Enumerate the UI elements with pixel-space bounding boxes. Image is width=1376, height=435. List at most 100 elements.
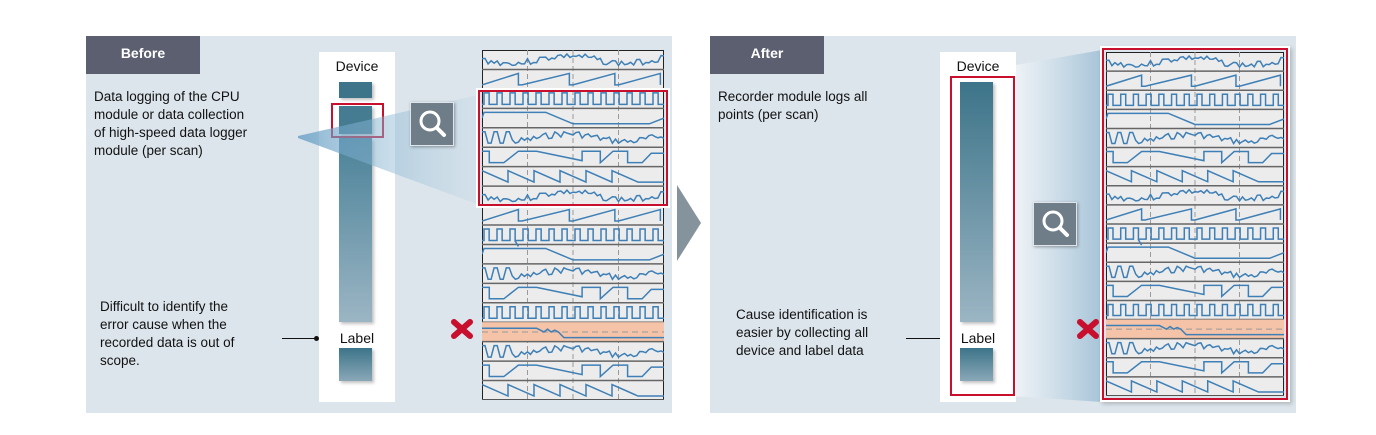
right-arrow-icon xyxy=(677,185,701,261)
callout-leader-line xyxy=(282,338,316,339)
red-x-icon xyxy=(451,319,473,339)
device-label: Device xyxy=(956,58,1000,74)
device-bar xyxy=(960,82,993,322)
waveform-row-step xyxy=(482,286,664,304)
waveform-trace xyxy=(482,327,664,339)
label-label: Label xyxy=(339,330,375,346)
waveform-trace xyxy=(482,130,665,145)
waveform-trace xyxy=(1106,284,1284,299)
waveform-row-saw-up xyxy=(1105,207,1284,225)
waveform-trace xyxy=(1106,324,1284,336)
waveform-row-error xyxy=(1106,319,1284,340)
waveform-row-step xyxy=(1106,284,1284,302)
waveform-row-wobble xyxy=(482,266,665,285)
waveform-svg xyxy=(1105,51,1285,397)
waveform-trace xyxy=(1105,74,1282,87)
waveform-trace xyxy=(1106,265,1285,279)
waveform-trace xyxy=(1106,361,1284,375)
waveform-row-error xyxy=(482,322,664,343)
waveform-row-saw-down xyxy=(1105,169,1284,187)
waveform-row-step xyxy=(482,364,664,382)
after-waveform-chart xyxy=(1105,51,1285,397)
waveform-trace xyxy=(1106,341,1285,356)
waveform-row-wobble xyxy=(482,344,665,362)
callout-line: recorded data is out of xyxy=(100,335,235,350)
label-bar xyxy=(339,348,372,381)
zoom-button[interactable] xyxy=(410,102,454,146)
device-label: Device xyxy=(335,58,379,74)
waveform-trace xyxy=(1106,93,1284,107)
waveform-trace xyxy=(481,52,665,67)
zoomed-region-highlight xyxy=(1102,48,1288,400)
before-callout: Difficult to identify the error cause wh… xyxy=(100,298,234,370)
desc-line: module or data collection xyxy=(94,107,245,122)
waveform-row-wobble xyxy=(1106,265,1285,283)
callout-line: device and label data xyxy=(736,343,864,358)
desc-line: Data logging of the CPU xyxy=(94,89,240,104)
waveform-trace xyxy=(481,208,662,222)
waveform-trace xyxy=(1106,303,1284,317)
waveform-row-step xyxy=(482,150,664,168)
label-bar xyxy=(960,348,993,381)
waveform-row-saw-up xyxy=(481,208,664,226)
waveform-row-wobble xyxy=(482,130,665,148)
desc-line: module (per scan) xyxy=(94,143,203,158)
waveform-trace xyxy=(482,306,664,319)
waveform-trace xyxy=(482,150,664,165)
magnifier-icon xyxy=(1042,210,1069,237)
waveform-row-square xyxy=(482,92,664,110)
waveform-row-square-glitch xyxy=(1106,227,1284,246)
device-bar-segment xyxy=(339,138,372,322)
waveform-trace xyxy=(1105,246,1285,259)
waveform-trace xyxy=(1105,207,1282,221)
before-tag: Before xyxy=(86,36,200,74)
callout-leader-line xyxy=(906,338,946,339)
waveform-row-saw-up xyxy=(1105,74,1284,91)
device-bar-segment xyxy=(339,82,372,98)
after-panel: After Recorder module logs all points (p… xyxy=(710,36,1296,413)
waveform-trace xyxy=(1105,112,1285,126)
desc-line: Recorder module logs all xyxy=(718,89,868,104)
waveform-trace xyxy=(482,228,664,247)
waveform-trace xyxy=(1106,150,1284,165)
callout-line: easier by collecting all xyxy=(736,325,869,340)
callout-leader-dot xyxy=(314,336,319,341)
waveform-row-step xyxy=(1106,150,1284,168)
waveform-row-noise xyxy=(1105,188,1285,206)
all-data-highlight xyxy=(950,76,1015,396)
waveform-trace xyxy=(481,111,665,125)
waveform-row-ramp-down xyxy=(1105,112,1285,130)
waveform-trace xyxy=(1105,188,1285,203)
callout-line: scope. xyxy=(100,353,140,368)
waveform-row-ramp-down xyxy=(481,111,665,129)
zoomed-region-highlight xyxy=(478,90,668,206)
error-row-band xyxy=(1106,319,1284,339)
waveform-trace xyxy=(482,344,665,359)
waveform-trace xyxy=(482,364,664,379)
callout-line: Difficult to identify the xyxy=(100,299,229,314)
magnifier-icon xyxy=(419,110,446,137)
waveform-trace xyxy=(1106,131,1285,145)
after-tag: After xyxy=(710,36,824,74)
waveform-row-ramp-down xyxy=(481,247,665,265)
waveform-row-wobble xyxy=(1106,341,1285,359)
before-panel: Before Data logging of the CPU module or… xyxy=(86,36,672,413)
waveform-row-square xyxy=(482,306,664,323)
waveform-trace xyxy=(481,247,665,261)
callout-line: Cause identification is xyxy=(736,307,868,322)
red-x-icon xyxy=(1077,319,1099,339)
waveform-row-square xyxy=(1106,93,1284,111)
desc-line: of high-speed data logger xyxy=(94,125,248,140)
zoom-button[interactable] xyxy=(1033,202,1077,246)
after-data-column: Device Label xyxy=(940,52,1016,402)
waveform-row-saw-down xyxy=(481,169,664,187)
waveform-row-square-glitch xyxy=(482,228,664,247)
waveform-trace xyxy=(481,169,664,184)
after-description: Recorder module logs all points (per sca… xyxy=(718,88,867,124)
waveform-trace xyxy=(481,383,664,398)
waveform-row-noise xyxy=(1105,54,1285,72)
waveform-row-wobble xyxy=(1106,131,1285,149)
waveform-trace xyxy=(1105,169,1284,183)
desc-line: points (per scan) xyxy=(718,107,819,122)
label-label: Label xyxy=(960,330,996,346)
